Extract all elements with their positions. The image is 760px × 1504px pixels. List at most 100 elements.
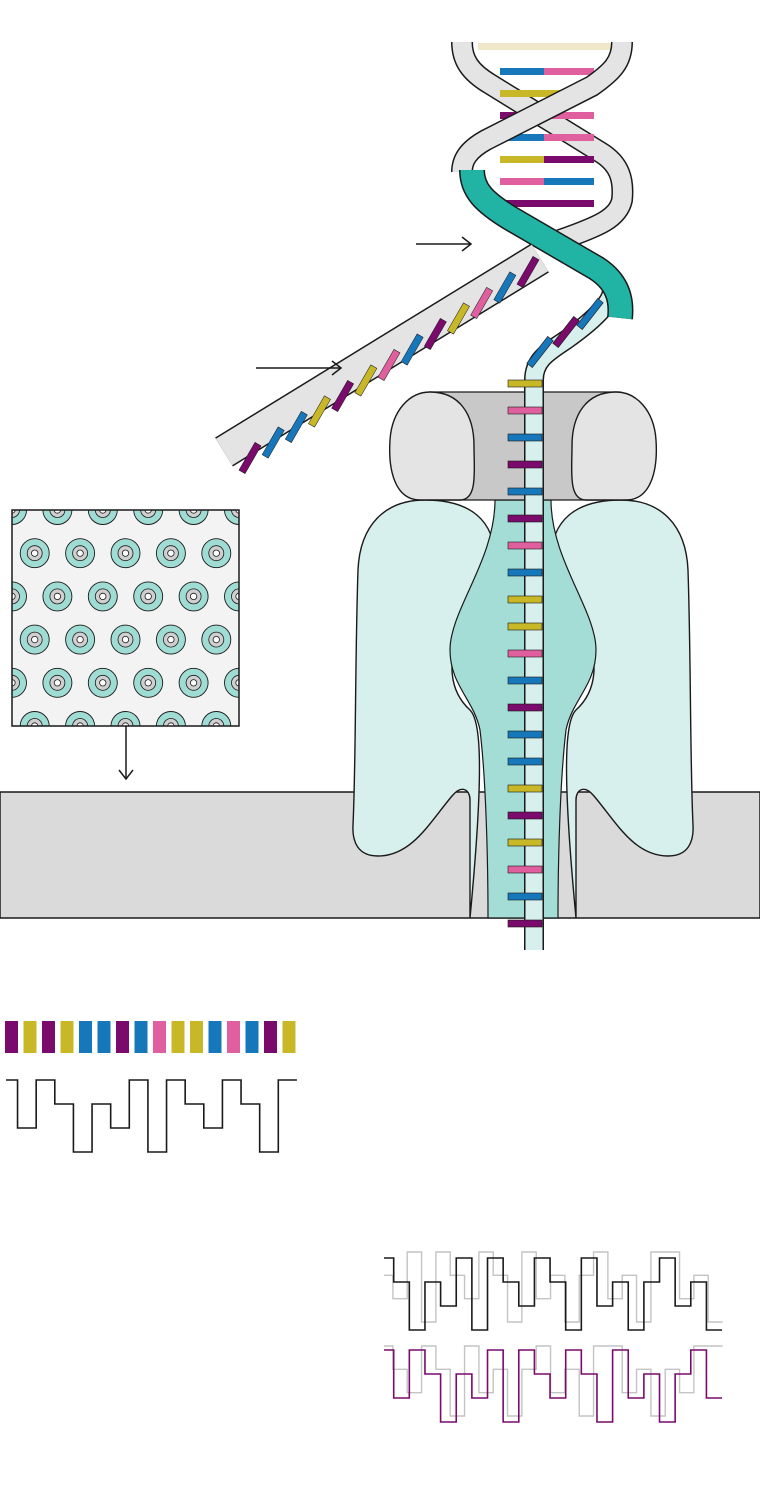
helix-rung-left-0 bbox=[500, 68, 544, 75]
nanopore-well bbox=[178, 667, 209, 698]
nanopore-well bbox=[155, 538, 186, 569]
helix-rung-right-2 bbox=[544, 112, 594, 119]
sequence-key-swatch-0 bbox=[5, 1021, 18, 1053]
unzipped-base-10 bbox=[470, 287, 494, 319]
nanopore-well bbox=[19, 711, 50, 726]
unzipped-base-2 bbox=[284, 411, 308, 443]
nanopore-well bbox=[224, 667, 239, 698]
unzipped-base-7 bbox=[400, 333, 424, 366]
nanopore-well bbox=[0, 712, 4, 741]
sequence-key-swatch-4 bbox=[79, 1021, 92, 1053]
nanopore-well bbox=[19, 624, 50, 655]
nanopore-well bbox=[133, 581, 164, 612]
unzipped-base-5 bbox=[354, 364, 378, 397]
sequence-color-key bbox=[5, 1021, 296, 1053]
sequence-key-swatch-1 bbox=[23, 1021, 37, 1053]
nanopore-well bbox=[110, 538, 141, 569]
nanopore-well bbox=[224, 510, 239, 525]
helix-rung-right-0 bbox=[544, 68, 594, 75]
sequence-key-swatch-14 bbox=[264, 1021, 277, 1053]
unzipped-base-1 bbox=[261, 426, 285, 459]
nanopore-well bbox=[65, 624, 96, 655]
nanopore-well bbox=[155, 624, 186, 655]
nanopore-well bbox=[12, 667, 27, 698]
helix-rung-left-4 bbox=[500, 156, 544, 163]
pore-base-17 bbox=[507, 838, 543, 847]
helix-rung-right-3 bbox=[544, 134, 594, 141]
pore-base-3 bbox=[507, 460, 543, 469]
pore-base-18 bbox=[507, 865, 543, 874]
sequence-key-swatch-5 bbox=[97, 1021, 111, 1053]
nanopore-well bbox=[110, 711, 141, 726]
nanopore-well bbox=[201, 624, 232, 655]
unzipped-base-6 bbox=[377, 349, 401, 381]
sequence-key-swatch-10 bbox=[190, 1021, 203, 1053]
motor-left-lobe bbox=[388, 391, 476, 501]
pore-base-12 bbox=[507, 703, 543, 712]
nanopore-well bbox=[87, 667, 118, 698]
unzipped-base-4 bbox=[331, 380, 355, 412]
nanopore-well bbox=[87, 510, 118, 525]
nanopore-well bbox=[87, 581, 118, 612]
unzipped-base-0 bbox=[238, 442, 262, 474]
pore-base-7 bbox=[507, 568, 543, 577]
pore-array-inset bbox=[0, 509, 276, 741]
nanopore-well bbox=[133, 667, 164, 698]
nanopore-well bbox=[65, 538, 96, 569]
nanopore-well bbox=[201, 711, 232, 726]
unzipped-strand bbox=[215, 243, 549, 474]
dna-double-helix bbox=[451, 41, 634, 320]
nanopore-well bbox=[201, 538, 232, 569]
strand-arrow bbox=[256, 360, 343, 376]
helix-rung-right-6 bbox=[544, 200, 594, 207]
sequence-key-swatch-6 bbox=[116, 1021, 129, 1053]
measured-trace bbox=[384, 1257, 723, 1331]
nanopore-well bbox=[42, 667, 73, 698]
pore-right-lobe bbox=[550, 499, 694, 919]
helix-rung-left-5 bbox=[500, 178, 544, 185]
unzipped-base-8 bbox=[423, 318, 447, 350]
nanopore-well bbox=[247, 712, 276, 741]
motor-right-lobe bbox=[570, 391, 658, 501]
helix-rung-faded bbox=[478, 43, 614, 50]
nanopore-well bbox=[19, 538, 50, 569]
sequence-key-swatch-12 bbox=[227, 1021, 240, 1053]
nanopore-well bbox=[12, 581, 27, 612]
sequence-key-swatch-8 bbox=[153, 1021, 166, 1053]
reference-trace-faint-2 bbox=[384, 1345, 723, 1417]
nanopore-well bbox=[110, 624, 141, 655]
helix-rung-left-3 bbox=[500, 134, 544, 141]
nanopore-well bbox=[178, 581, 209, 612]
current-signal-trace bbox=[6, 1079, 297, 1153]
pore-base-10 bbox=[507, 649, 543, 658]
entering-base-0 bbox=[526, 336, 554, 368]
unzipped-base-11 bbox=[493, 271, 517, 304]
signal-comparison bbox=[384, 1251, 723, 1423]
nanopore-well bbox=[224, 581, 239, 612]
sequence-key-swatch-9 bbox=[171, 1021, 185, 1053]
pore-base-9 bbox=[507, 622, 543, 631]
entering-base-2 bbox=[576, 298, 604, 330]
pore-base-13 bbox=[507, 730, 543, 739]
nanopore-well bbox=[247, 625, 276, 654]
array-arrow bbox=[118, 726, 134, 781]
entering-base-1 bbox=[552, 316, 580, 348]
pore-base-4 bbox=[507, 487, 543, 496]
pore-base-2 bbox=[507, 433, 543, 442]
sequence-key-swatch-15 bbox=[282, 1021, 296, 1053]
unzipped-base-9 bbox=[447, 302, 470, 335]
reference-trace-faint bbox=[384, 1251, 723, 1323]
nanopore-well bbox=[42, 581, 73, 612]
nanopore-well bbox=[133, 510, 164, 525]
sequence-key-swatch-13 bbox=[245, 1021, 259, 1053]
unzipped-base-12 bbox=[516, 256, 540, 288]
pore-base-6 bbox=[507, 541, 543, 550]
pore-base-14 bbox=[507, 757, 543, 766]
nanopore-well bbox=[65, 711, 96, 726]
unzipped-base-3 bbox=[308, 395, 331, 428]
helicase-arrow bbox=[416, 236, 473, 252]
helix-rung-right-5 bbox=[544, 178, 594, 185]
sequence-key-swatch-3 bbox=[60, 1021, 74, 1053]
pore-base-8 bbox=[507, 595, 543, 604]
